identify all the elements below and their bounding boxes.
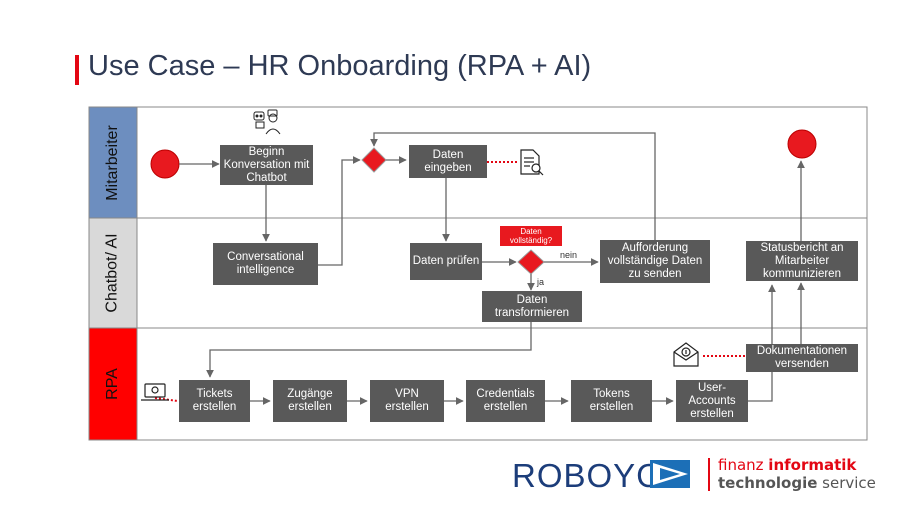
task-tickets-erstellen: Tickets erstellen: [179, 380, 250, 422]
envelope-icon: [673, 342, 699, 367]
end-event: [787, 129, 817, 159]
roboyo-logo: ROBOYO: [512, 457, 663, 495]
title-accent-bar: [75, 55, 79, 85]
label-ja: ja: [537, 277, 545, 287]
fi-logo-bar: [708, 458, 710, 491]
roboyo-logo-text: ROBOYO: [512, 457, 663, 494]
task-daten-eingeben: Daten eingeben: [409, 145, 487, 178]
flow-aufforderung-loop: [370, 132, 656, 240]
page-title: Use Case – HR Onboarding (RPA + AI): [88, 50, 592, 82]
task-conversational-intelligence: Conversational intelligence: [213, 243, 318, 285]
gateway-merge: [361, 147, 387, 173]
lane-header-chatbot: [88, 217, 138, 329]
task-tokens-erstellen: Tokens erstellen: [571, 380, 652, 422]
task-aufforderung: Aufforderung vollständige Daten zu sende…: [600, 240, 710, 283]
task-credentials-erstellen: Credentials erstellen: [466, 380, 545, 422]
task-user-accounts-erstellen: User-Accounts erstellen: [676, 380, 748, 422]
gateway-question-label: Daten vollständig?: [500, 226, 562, 246]
task-dokumentationen-versenden: Dokumentationen versenden: [746, 344, 858, 372]
flow-transform-tickets: [206, 322, 532, 378]
laptop-icon: [141, 383, 169, 401]
task-beginn-konversation: Beginn Konversation mit Chatbot: [220, 145, 313, 185]
flow-conv-gateway: [318, 156, 361, 266]
task-zugaenge-erstellen: Zugänge erstellen: [273, 380, 347, 422]
task-daten-pruefen: Daten prüfen: [410, 243, 482, 280]
flow-user-doku: [748, 284, 776, 402]
start-event: [150, 149, 180, 179]
task-statusbericht: Statusbericht an Mitarbeiter kommunizier…: [746, 241, 858, 281]
fi-logo-line2: technologie service: [718, 474, 876, 492]
fi-logo-line1: finanz informatik: [718, 456, 857, 474]
lane-label-rpa: RPA: [104, 368, 121, 400]
task-vpn-erstellen: VPN erstellen: [370, 380, 444, 422]
document-search-icon: [520, 149, 544, 176]
lane-label-chatbot: Chatbot/ AI: [104, 233, 122, 313]
chatbot-icon: [253, 109, 281, 135]
lane-label-mitarbeiter: Mitarbeiter: [104, 124, 122, 201]
task-daten-transformieren: Daten transformieren: [482, 291, 582, 322]
lane-header-rpa: [88, 327, 138, 441]
label-nein: nein: [560, 250, 578, 260]
